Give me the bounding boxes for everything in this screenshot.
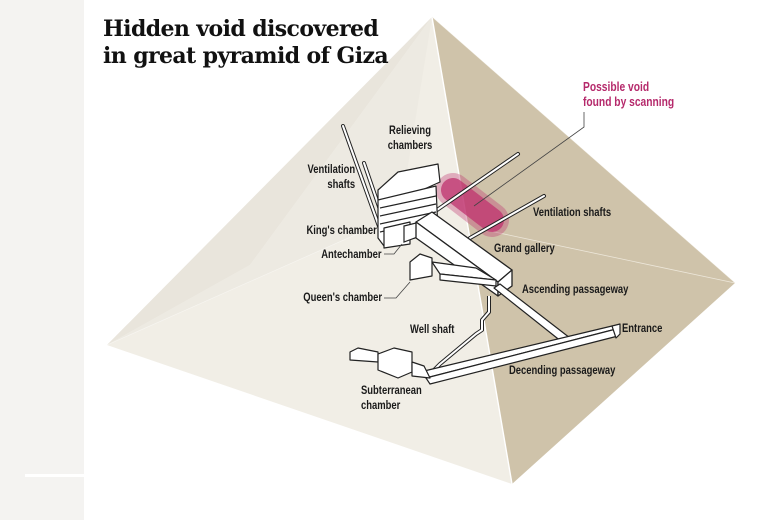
title-line-2: in great pyramid of Giza [103,43,389,69]
pyramid-edge-back-right [431,16,736,284]
label-subterranean-chamber: Subterranean chamber [361,385,422,412]
label-queens-chamber: Queen's chamber [303,292,382,304]
label-well-shaft: Well shaft [410,324,455,336]
label-ventilation-shafts-left: Ventilation shafts [307,164,355,191]
leader-antechamber [384,243,403,255]
title-line-1: Hidden void discovered [103,16,379,42]
leader-queens-chamber [384,281,411,299]
label-kings-chamber: King's chamber [306,225,377,237]
callout-leader [473,112,585,207]
label-relieving-chambers: Relieving chambers [387,125,433,152]
pyramid-edge-hidden-left [106,214,401,346]
pyramid-face-left-mid [107,17,432,345]
label-entrance: Entrance [622,323,663,335]
label-antechamber: Antechamber [320,249,381,261]
label-ventilation-shafts-right: Ventilation shafts [533,207,612,219]
queens-chamber-shape [409,253,497,287]
label-grand-gallery: Grand gallery [494,243,555,255]
label-descending-passageway: Decending passageway [509,365,616,377]
page-title: Hidden void discovered in great pyramid … [103,16,389,70]
left-margin-panel [0,0,84,520]
descending-passageway-shape [419,323,621,385]
label-ascending-passageway: Ascending passageway [522,284,629,296]
subterranean-chamber-shape [349,347,431,379]
callout-possible-void: Possible void found by scanning [583,80,675,109]
pyramid-edge-hidden [484,229,736,284]
divider-rule [25,474,85,477]
